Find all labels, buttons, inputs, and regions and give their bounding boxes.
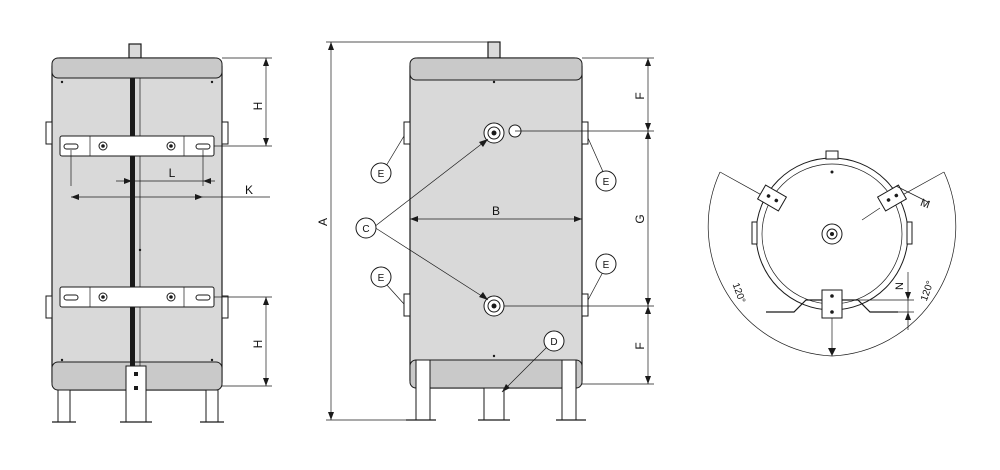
label-h-top: H	[251, 102, 265, 111]
foot	[57, 389, 71, 423]
top-nozzle	[128, 43, 142, 59]
callout-e-upper-right: E	[595, 170, 617, 192]
label-l: L	[169, 166, 176, 180]
side-lug	[45, 295, 53, 319]
callout-e-lower-left: E	[370, 266, 392, 288]
callout-c: C	[355, 217, 377, 239]
side-lug	[581, 293, 589, 317]
top-band	[51, 57, 223, 79]
tank-body	[51, 57, 223, 391]
svg-text:E: E	[378, 169, 385, 180]
callout-e-upper-left: E	[370, 162, 392, 184]
upper-connection	[483, 122, 522, 144]
label-m: M	[919, 197, 932, 211]
top-nozzle	[487, 41, 501, 59]
side-lug	[403, 121, 411, 145]
side-lug	[403, 293, 411, 317]
label-n: N	[894, 282, 906, 290]
foot	[205, 389, 219, 423]
top-band	[409, 57, 583, 81]
label-f-bottom: F	[633, 342, 647, 349]
front-view	[326, 41, 654, 421]
lower-bracket	[59, 286, 215, 308]
side-lug	[221, 121, 229, 145]
label-a: A	[316, 218, 330, 226]
bottom-band	[409, 359, 583, 389]
foot	[415, 359, 431, 421]
drain-pipe	[483, 387, 505, 421]
svg-text:E: E	[378, 273, 385, 284]
label-g: G	[633, 214, 647, 223]
lower-connection	[483, 295, 505, 317]
svg-text:E: E	[603, 177, 610, 188]
side-lug	[581, 121, 589, 145]
svg-text:C: C	[362, 224, 369, 235]
callout-e-lower-right: E	[595, 253, 617, 275]
label-angle-right: 120°	[919, 280, 936, 303]
center-strip	[130, 78, 135, 366]
side-view	[45, 43, 272, 423]
label-f-top: F	[633, 92, 647, 99]
label-k: K	[245, 183, 253, 197]
svg-text:D: D	[550, 337, 557, 348]
top-view	[707, 150, 957, 357]
label-b: B	[492, 204, 500, 218]
upper-bracket	[59, 135, 215, 157]
side-lug	[221, 295, 229, 319]
label-h-bottom: H	[251, 340, 265, 349]
svg-text:E: E	[603, 260, 610, 271]
foot	[561, 359, 577, 421]
callout-d: D	[543, 330, 565, 352]
side-lug	[45, 121, 53, 145]
